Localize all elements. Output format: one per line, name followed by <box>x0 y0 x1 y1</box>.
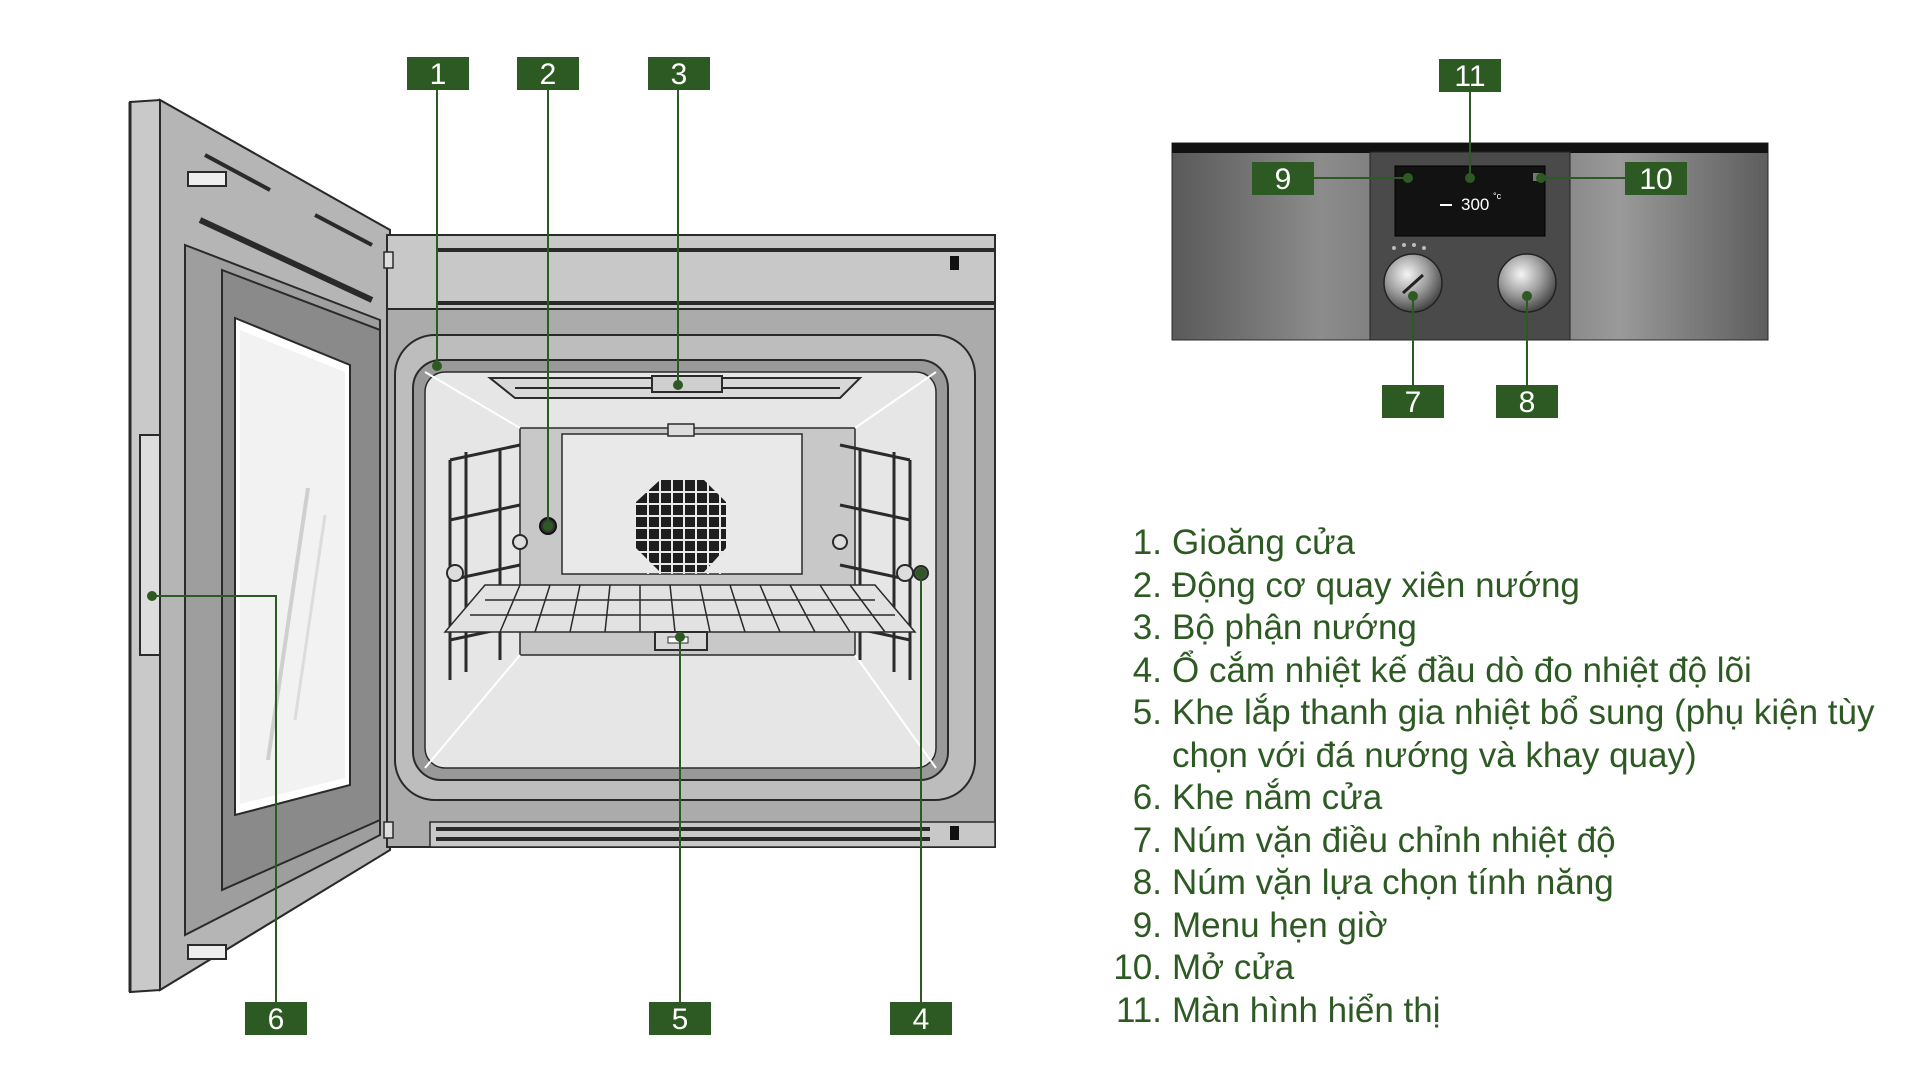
legend-item: 4.Ổ cắm nhiệt kế đầu dò đo nhiệt độ lõi <box>1092 650 1892 693</box>
callout-11-label: 11 <box>1454 60 1485 93</box>
legend-number: 6. <box>1132 778 1162 817</box>
door-handle-slot <box>139 434 161 656</box>
legend-number: 8. <box>1132 863 1162 902</box>
legend-item: 9.Menu hẹn giờ <box>1092 905 1892 948</box>
legend-text: Màn hình hiển thị <box>1172 990 1441 1030</box>
legend-text: Bộ phận nướng <box>1172 608 1417 647</box>
legend-item: 3. Bộ phận nướng <box>1092 607 1892 650</box>
legend-text: Mở cửa <box>1172 948 1295 987</box>
legend-number: 3. <box>1132 608 1162 647</box>
legend-item: 6. Khe nắm cửa <box>1092 777 1892 820</box>
legend-item: 5. Khe lắp thanh gia nhiệt bổ sung (phụ k… <box>1092 692 1892 777</box>
callout-4-label: 4 <box>913 1003 930 1036</box>
callout-6-label: 6 <box>268 1003 285 1036</box>
callout-6: 6 <box>245 1002 307 1036</box>
callout-8: 8 <box>1496 385 1558 419</box>
fan-grille <box>636 480 726 572</box>
legend-text: Núm vặn điều chỉnh nhiệt độ <box>1172 820 1616 860</box>
display-unit: °c <box>1493 191 1502 201</box>
callout-8-label: 8 <box>1519 386 1536 419</box>
legend-number: 5. <box>1132 693 1162 732</box>
legend-number: 7. <box>1132 820 1162 860</box>
callout-11: 11 <box>1439 59 1501 93</box>
legend-item: 2.Động cơ quay xiên nướng <box>1092 565 1892 608</box>
legend-text: Khe nắm cửa <box>1172 778 1383 817</box>
callout-3-label: 3 <box>671 58 688 91</box>
callout-labels: 1 2 3 4 5 6 7 8 9 10 11 <box>245 57 1687 1036</box>
callout-1-label: 1 <box>430 58 447 91</box>
legend-number: 2. <box>1132 565 1162 605</box>
oven-body <box>383 234 996 848</box>
legend-number: 1. <box>1132 523 1162 562</box>
callout-7: 7 <box>1382 385 1444 419</box>
callout-2-label: 2 <box>540 58 557 91</box>
callout-10: 10 <box>1625 162 1687 196</box>
callout-3: 3 <box>648 57 710 91</box>
legend-text: Khe lắp thanh gia nhiệt bổ sung (phụ kiệ… <box>1172 693 1875 775</box>
leader-lines <box>152 89 1625 1002</box>
legend-number: 4. <box>1132 650 1162 690</box>
callout-5: 5 <box>649 1002 711 1036</box>
legend-number: 11. <box>1115 990 1162 1030</box>
legend-item: 8. Núm vặn lựa chọn tính năng <box>1092 862 1892 905</box>
callout-9-label: 9 <box>1275 163 1292 196</box>
legend-text: Động cơ quay xiên nướng <box>1172 565 1580 605</box>
legend-text: Núm vặn lựa chọn tính năng <box>1172 863 1614 902</box>
callout-2: 2 <box>517 57 579 91</box>
callout-7-label: 7 <box>1405 386 1422 419</box>
callout-10-label: 10 <box>1639 163 1672 196</box>
legend-item: 7.Núm vặn điều chỉnh nhiệt độ <box>1092 820 1892 863</box>
callout-9: 9 <box>1252 162 1314 196</box>
callout-1: 1 <box>407 57 469 91</box>
legend-text: Gioăng cửa <box>1172 523 1355 562</box>
legend-item: 10. Mở cửa <box>1092 947 1892 990</box>
callout-4: 4 <box>890 1002 952 1036</box>
oven-front <box>128 98 996 994</box>
legend-item: 11.Màn hình hiển thị <box>1092 990 1892 1033</box>
legend-text: Menu hẹn giờ <box>1172 905 1388 945</box>
legend-item: 1. Gioăng cửa <box>1092 522 1892 565</box>
display-temperature: 300 <box>1461 195 1489 214</box>
callout-5-label: 5 <box>672 1003 689 1036</box>
wire-rack <box>443 584 917 633</box>
oven-door <box>128 98 391 994</box>
parts-legend: 1. Gioăng cửa 2.Động cơ quay xiên nướng 3… <box>1092 522 1892 1032</box>
legend-number: 9. <box>1132 905 1162 945</box>
legend-text: Ổ cắm nhiệt kế đầu dò đo nhiệt độ lõi <box>1172 650 1752 690</box>
leader-dots <box>147 173 1546 642</box>
legend-number: 10. <box>1113 948 1162 987</box>
